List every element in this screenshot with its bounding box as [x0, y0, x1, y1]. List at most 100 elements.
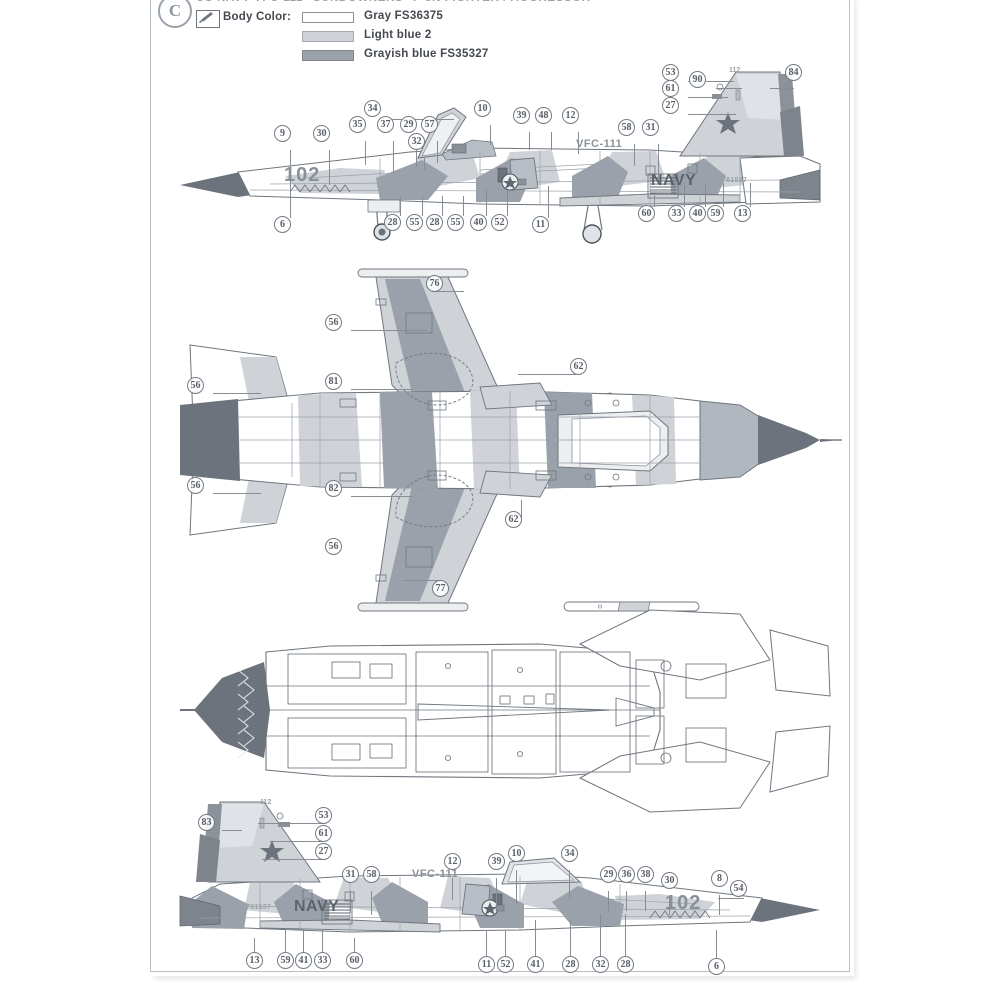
callout-31[interactable]: 31: [342, 866, 359, 883]
callout-6[interactable]: 6: [708, 958, 725, 975]
callout-28[interactable]: 28: [384, 214, 401, 231]
callout-61[interactable]: 61: [315, 825, 332, 842]
callout-38[interactable]: 38: [637, 866, 654, 883]
callout-9[interactable]: 9: [274, 125, 291, 142]
marking-squadron-code-v1: VFC-111: [576, 138, 623, 150]
callout-58[interactable]: 58: [618, 119, 635, 136]
leader-line: [452, 878, 453, 900]
marking-bureau-number-v1: 761537: [722, 177, 748, 184]
callout-60[interactable]: 60: [638, 205, 655, 222]
legend-swatch-grayish-blue: [302, 50, 354, 61]
leader-line: [222, 830, 242, 831]
leader-line: [303, 930, 304, 952]
callout-81[interactable]: 81: [325, 373, 342, 390]
callout-82[interactable]: 82: [325, 480, 342, 497]
marking-tail-code-v1: 112: [729, 67, 741, 74]
sundowner-star-emblem: [716, 112, 740, 134]
callout-33[interactable]: 33: [668, 205, 685, 222]
leader-line: [213, 393, 261, 394]
callout-10[interactable]: 10: [508, 845, 525, 862]
callout-56[interactable]: 56: [187, 477, 204, 494]
leader-line: [262, 859, 324, 860]
leader-line: [254, 938, 255, 952]
callout-30[interactable]: 30: [661, 872, 678, 889]
callout-53[interactable]: 53: [662, 64, 679, 81]
callout-77[interactable]: 77: [432, 580, 449, 597]
callout-53[interactable]: 53: [315, 807, 332, 824]
callout-58[interactable]: 58: [363, 866, 380, 883]
callout-76[interactable]: 76: [426, 275, 443, 292]
callout-56[interactable]: 56: [325, 314, 342, 331]
callout-84[interactable]: 84: [785, 64, 802, 81]
callout-61[interactable]: 61: [662, 80, 679, 97]
callout-62[interactable]: 62: [570, 358, 587, 375]
callout-29[interactable]: 29: [600, 866, 617, 883]
callout-6[interactable]: 6: [274, 216, 291, 233]
callout-41[interactable]: 41: [295, 952, 312, 969]
callout-29[interactable]: 29: [400, 116, 417, 133]
leader-line: [654, 195, 655, 207]
callout-36[interactable]: 36: [618, 866, 635, 883]
callout-52[interactable]: 52: [497, 956, 514, 973]
view-lower-plan: [180, 600, 831, 830]
callout-13[interactable]: 13: [734, 205, 751, 222]
callout-12[interactable]: 12: [444, 853, 461, 870]
callout-41[interactable]: 41: [527, 956, 544, 973]
callout-8[interactable]: 8: [711, 870, 728, 887]
callout-11[interactable]: 11: [478, 956, 495, 973]
leader-line: [486, 190, 487, 216]
leader-line: [400, 196, 401, 216]
callout-39[interactable]: 39: [513, 107, 530, 124]
callout-48[interactable]: 48: [535, 107, 552, 124]
leader-line: [350, 891, 351, 913]
callout-56[interactable]: 56: [187, 377, 204, 394]
leader-line: [290, 196, 291, 218]
callout-39[interactable]: 39: [488, 853, 505, 870]
callout-59[interactable]: 59: [277, 952, 294, 969]
callout-31[interactable]: 31: [642, 119, 659, 136]
callout-32[interactable]: 32: [408, 133, 425, 150]
callout-27[interactable]: 27: [662, 97, 679, 114]
callout-55[interactable]: 55: [447, 214, 464, 231]
leader-line: [521, 500, 522, 518]
callout-28[interactable]: 28: [617, 956, 634, 973]
leader-line: [354, 938, 355, 952]
callout-55[interactable]: 55: [406, 214, 423, 231]
leader-line: [723, 183, 724, 207]
leader-line: [548, 186, 549, 218]
leader-line: [322, 930, 323, 952]
callout-34[interactable]: 34: [561, 845, 578, 862]
callout-57[interactable]: 57: [421, 116, 438, 133]
callout-37[interactable]: 37: [377, 116, 394, 133]
callout-28[interactable]: 28: [426, 214, 443, 231]
callout-10[interactable]: 10: [474, 100, 491, 117]
callout-28[interactable]: 28: [562, 956, 579, 973]
leader-line: [688, 81, 734, 82]
callout-52[interactable]: 52: [491, 214, 508, 231]
callout-60[interactable]: 60: [346, 952, 363, 969]
callout-11[interactable]: 11: [532, 216, 549, 233]
leader-line: [608, 891, 609, 911]
callout-40[interactable]: 40: [689, 205, 706, 222]
view-port-side-profile: 102 VFC-111 NAVY 761537 112: [180, 60, 821, 244]
callout-32[interactable]: 32: [592, 956, 609, 973]
callout-13[interactable]: 13: [246, 952, 263, 969]
paint-brush-icon: [196, 10, 220, 28]
callout-34[interactable]: 34: [364, 100, 381, 117]
callout-30[interactable]: 30: [313, 125, 330, 142]
leader-line: [422, 196, 423, 216]
callout-54[interactable]: 54: [730, 880, 747, 897]
callout-33[interactable]: 33: [314, 952, 331, 969]
callout-35[interactable]: 35: [349, 116, 366, 133]
callout-56[interactable]: 56: [325, 538, 342, 555]
callout-59[interactable]: 59: [707, 205, 724, 222]
callout-90[interactable]: 90: [689, 71, 706, 88]
sheet-header-title: US NAVY VFC-111 "SUNDOWNERS" F-5N FIGHTE…: [196, 0, 836, 4]
callout-62[interactable]: 62: [505, 511, 522, 528]
callout-12[interactable]: 12: [562, 107, 579, 124]
callout-83[interactable]: 83: [198, 814, 215, 831]
callout-40[interactable]: 40: [470, 214, 487, 231]
leader-line: [529, 132, 530, 150]
callout-27[interactable]: 27: [315, 843, 332, 860]
